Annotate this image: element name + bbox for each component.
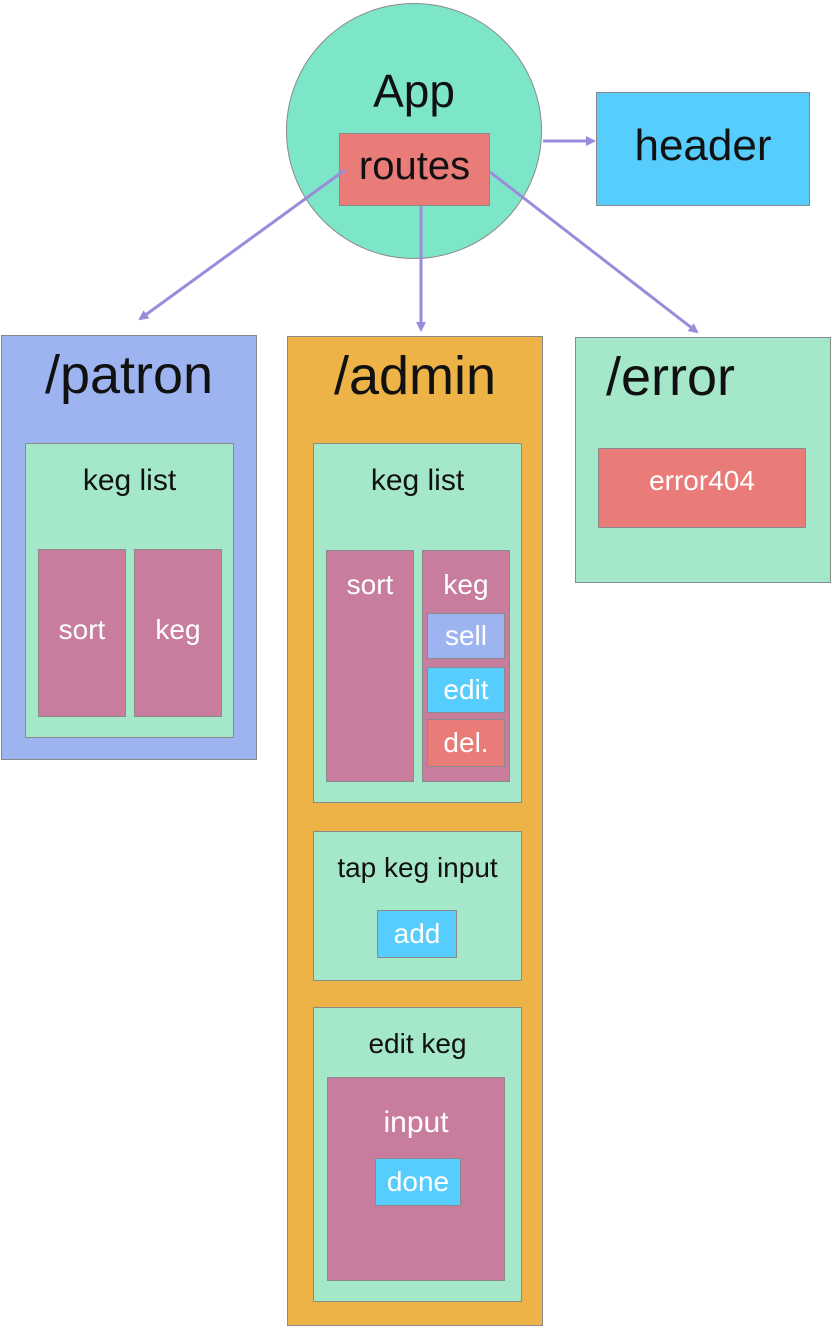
patron-keg-label: keg <box>155 614 201 645</box>
admin-keg-label: keg <box>443 569 489 600</box>
header-label: header <box>634 121 772 170</box>
error404-label: error404 <box>649 465 755 496</box>
admin-sort-label: sort <box>346 569 394 600</box>
admin-keg-list-title: keg list <box>370 464 465 497</box>
edit-keg-input-label: input <box>383 1106 449 1139</box>
admin-sell-label: sell <box>444 620 487 651</box>
header-box: header <box>596 92 810 206</box>
patron-keg-list-title: keg list <box>82 464 177 497</box>
patron-sort-component: sort <box>38 549 126 717</box>
admin-edit-keg: edit keg input done <box>313 1007 522 1302</box>
tap-keg-input-title: tap keg input <box>337 852 498 883</box>
admin-sell-button[interactable]: sell <box>427 613 505 659</box>
patron-sort-label: sort <box>58 614 106 645</box>
admin-route-box: /admin keg list sort keg sell edit del. … <box>287 336 543 1326</box>
admin-edit-button[interactable]: edit <box>427 667 505 713</box>
patron-keg-component: keg <box>134 549 222 717</box>
admin-delete-button[interactable]: del. <box>427 719 505 767</box>
admin-delete-label: del. <box>443 727 489 758</box>
patron-route-box: /patron keg list sort keg <box>1 335 257 760</box>
app-node: App <box>286 3 542 259</box>
admin-sort-component: sort <box>326 550 414 782</box>
done-label: done <box>386 1166 450 1197</box>
admin-keg-list: keg list sort keg sell edit del. <box>313 443 522 803</box>
patron-title: /patron <box>44 345 214 405</box>
error404-component: error404 <box>598 448 806 528</box>
add-button[interactable]: add <box>377 910 457 958</box>
done-button[interactable]: done <box>375 1158 461 1206</box>
admin-keg-component: keg sell edit del. <box>422 550 510 782</box>
admin-edit-label: edit <box>443 674 489 705</box>
error-title: /error <box>606 347 736 407</box>
routes-box: routes <box>339 133 490 206</box>
admin-tap-keg-input: tap keg input add <box>313 831 522 981</box>
add-label: add <box>393 918 441 949</box>
admin-title: /admin <box>333 346 497 406</box>
error-route-box: /error error404 <box>575 337 831 583</box>
app-title: App <box>373 65 455 117</box>
edit-keg-input-component[interactable]: input done <box>327 1077 505 1281</box>
edit-keg-title: edit keg <box>368 1028 467 1059</box>
patron-keg-list: keg list sort keg <box>25 443 234 738</box>
routes-label: routes <box>358 144 471 188</box>
